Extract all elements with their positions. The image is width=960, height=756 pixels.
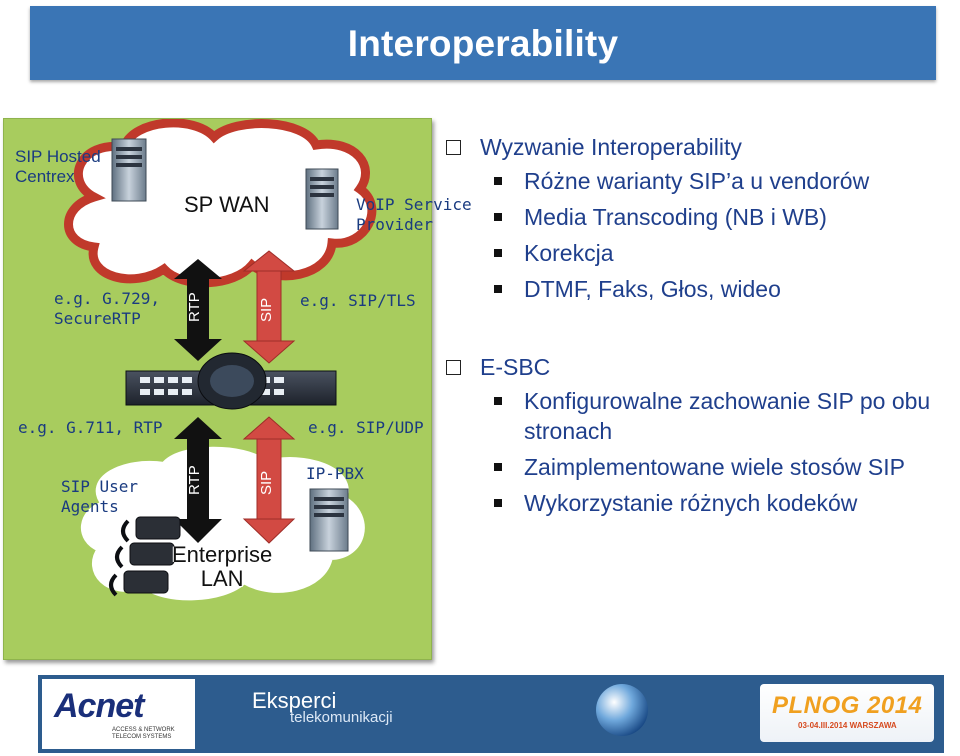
- esbc-device-icon: [125, 352, 337, 410]
- bullet-item: Wykorzystanie różnych kodeków: [442, 488, 960, 518]
- sip-arrow-top: [242, 250, 296, 364]
- acnet-logo: Acnet ACCESS & NETWORK TELECOM SYSTEMS: [42, 679, 195, 749]
- globe-icon: [596, 684, 648, 736]
- title-bar: Interoperability: [30, 6, 936, 80]
- telekomunikacji-text: telekomunikacji: [290, 709, 393, 726]
- ip-pbx-label: IP-PBX: [306, 464, 364, 483]
- rtp-arrow-bottom: [174, 417, 222, 543]
- provider-server-icon: [305, 168, 339, 230]
- rtp-arrow-top: [174, 259, 222, 361]
- voip-provider-label: VoIP Service Provider: [356, 195, 472, 234]
- sp-wan-label: SP WAN: [184, 192, 270, 217]
- square-bullet-icon: [494, 249, 502, 257]
- user-agents-label: SIP User Agents: [61, 477, 139, 516]
- bullet-item: Korekcja: [442, 238, 869, 268]
- sip-arrow-bottom: [242, 416, 296, 544]
- plnog-logo: PLNOG 2014 03-04.III.2014 WARSZAWA: [760, 684, 934, 742]
- sip-hosted-label: SIP Hosted Centrex: [15, 147, 101, 186]
- bullet-item: Media Transcoding (NB i WB): [442, 202, 869, 232]
- bullet-heading: Wyzwanie Interoperability: [442, 132, 869, 162]
- page-title: Interoperability: [347, 23, 619, 64]
- bullet-section-interop: Wyzwanie Interoperability Różne warianty…: [442, 132, 869, 310]
- rtp-label-top: RTP: [186, 292, 203, 322]
- checkbox-bullet-icon: [446, 360, 461, 375]
- diagram-panel: SIP Hosted Centrex SP WAN VoIP Service P…: [3, 118, 472, 660]
- enterprise-lan-label: Enterprise LAN: [172, 542, 273, 591]
- square-bullet-icon: [494, 213, 502, 221]
- sip-udp-label: e.g. SIP/UDP: [308, 418, 424, 437]
- square-bullet-icon: [494, 285, 502, 293]
- sip-tls-label: e.g. SIP/TLS: [300, 291, 416, 310]
- phone-icons: [109, 516, 181, 597]
- codec-lan-label: e.g. G.711, RTP: [18, 418, 163, 437]
- hosted-server-icon: [111, 138, 147, 202]
- sip-label-top: SIP: [258, 297, 275, 322]
- square-bullet-icon: [494, 499, 502, 507]
- codec-wan-label: e.g. G.729, SecureRTP: [54, 289, 160, 328]
- square-bullet-icon: [494, 397, 502, 405]
- square-bullet-icon: [494, 463, 502, 471]
- square-bullet-icon: [494, 177, 502, 185]
- ipbx-server-icon: [309, 488, 349, 552]
- bullet-item: Różne warianty SIP’a u vendorów: [442, 166, 869, 196]
- bullet-item: Konfigurowalne zachowanie SIP po obu str…: [442, 386, 960, 446]
- bullet-item: DTMF, Faks, Głos, wideo: [442, 274, 869, 304]
- checkbox-bullet-icon: [446, 140, 461, 155]
- bullet-heading: E-SBC: [442, 352, 960, 382]
- eksperci-text: Eksperci: [252, 688, 337, 713]
- bullet-item: Zaimplementowane wiele stosów SIP: [442, 452, 960, 482]
- bullet-section-esbc: E-SBC Konfigurowalne zachowanie SIP po o…: [442, 352, 960, 524]
- sip-label-bottom: SIP: [258, 470, 275, 495]
- network-diagram: [64, 119, 377, 601]
- rtp-label-bottom: RTP: [186, 465, 203, 495]
